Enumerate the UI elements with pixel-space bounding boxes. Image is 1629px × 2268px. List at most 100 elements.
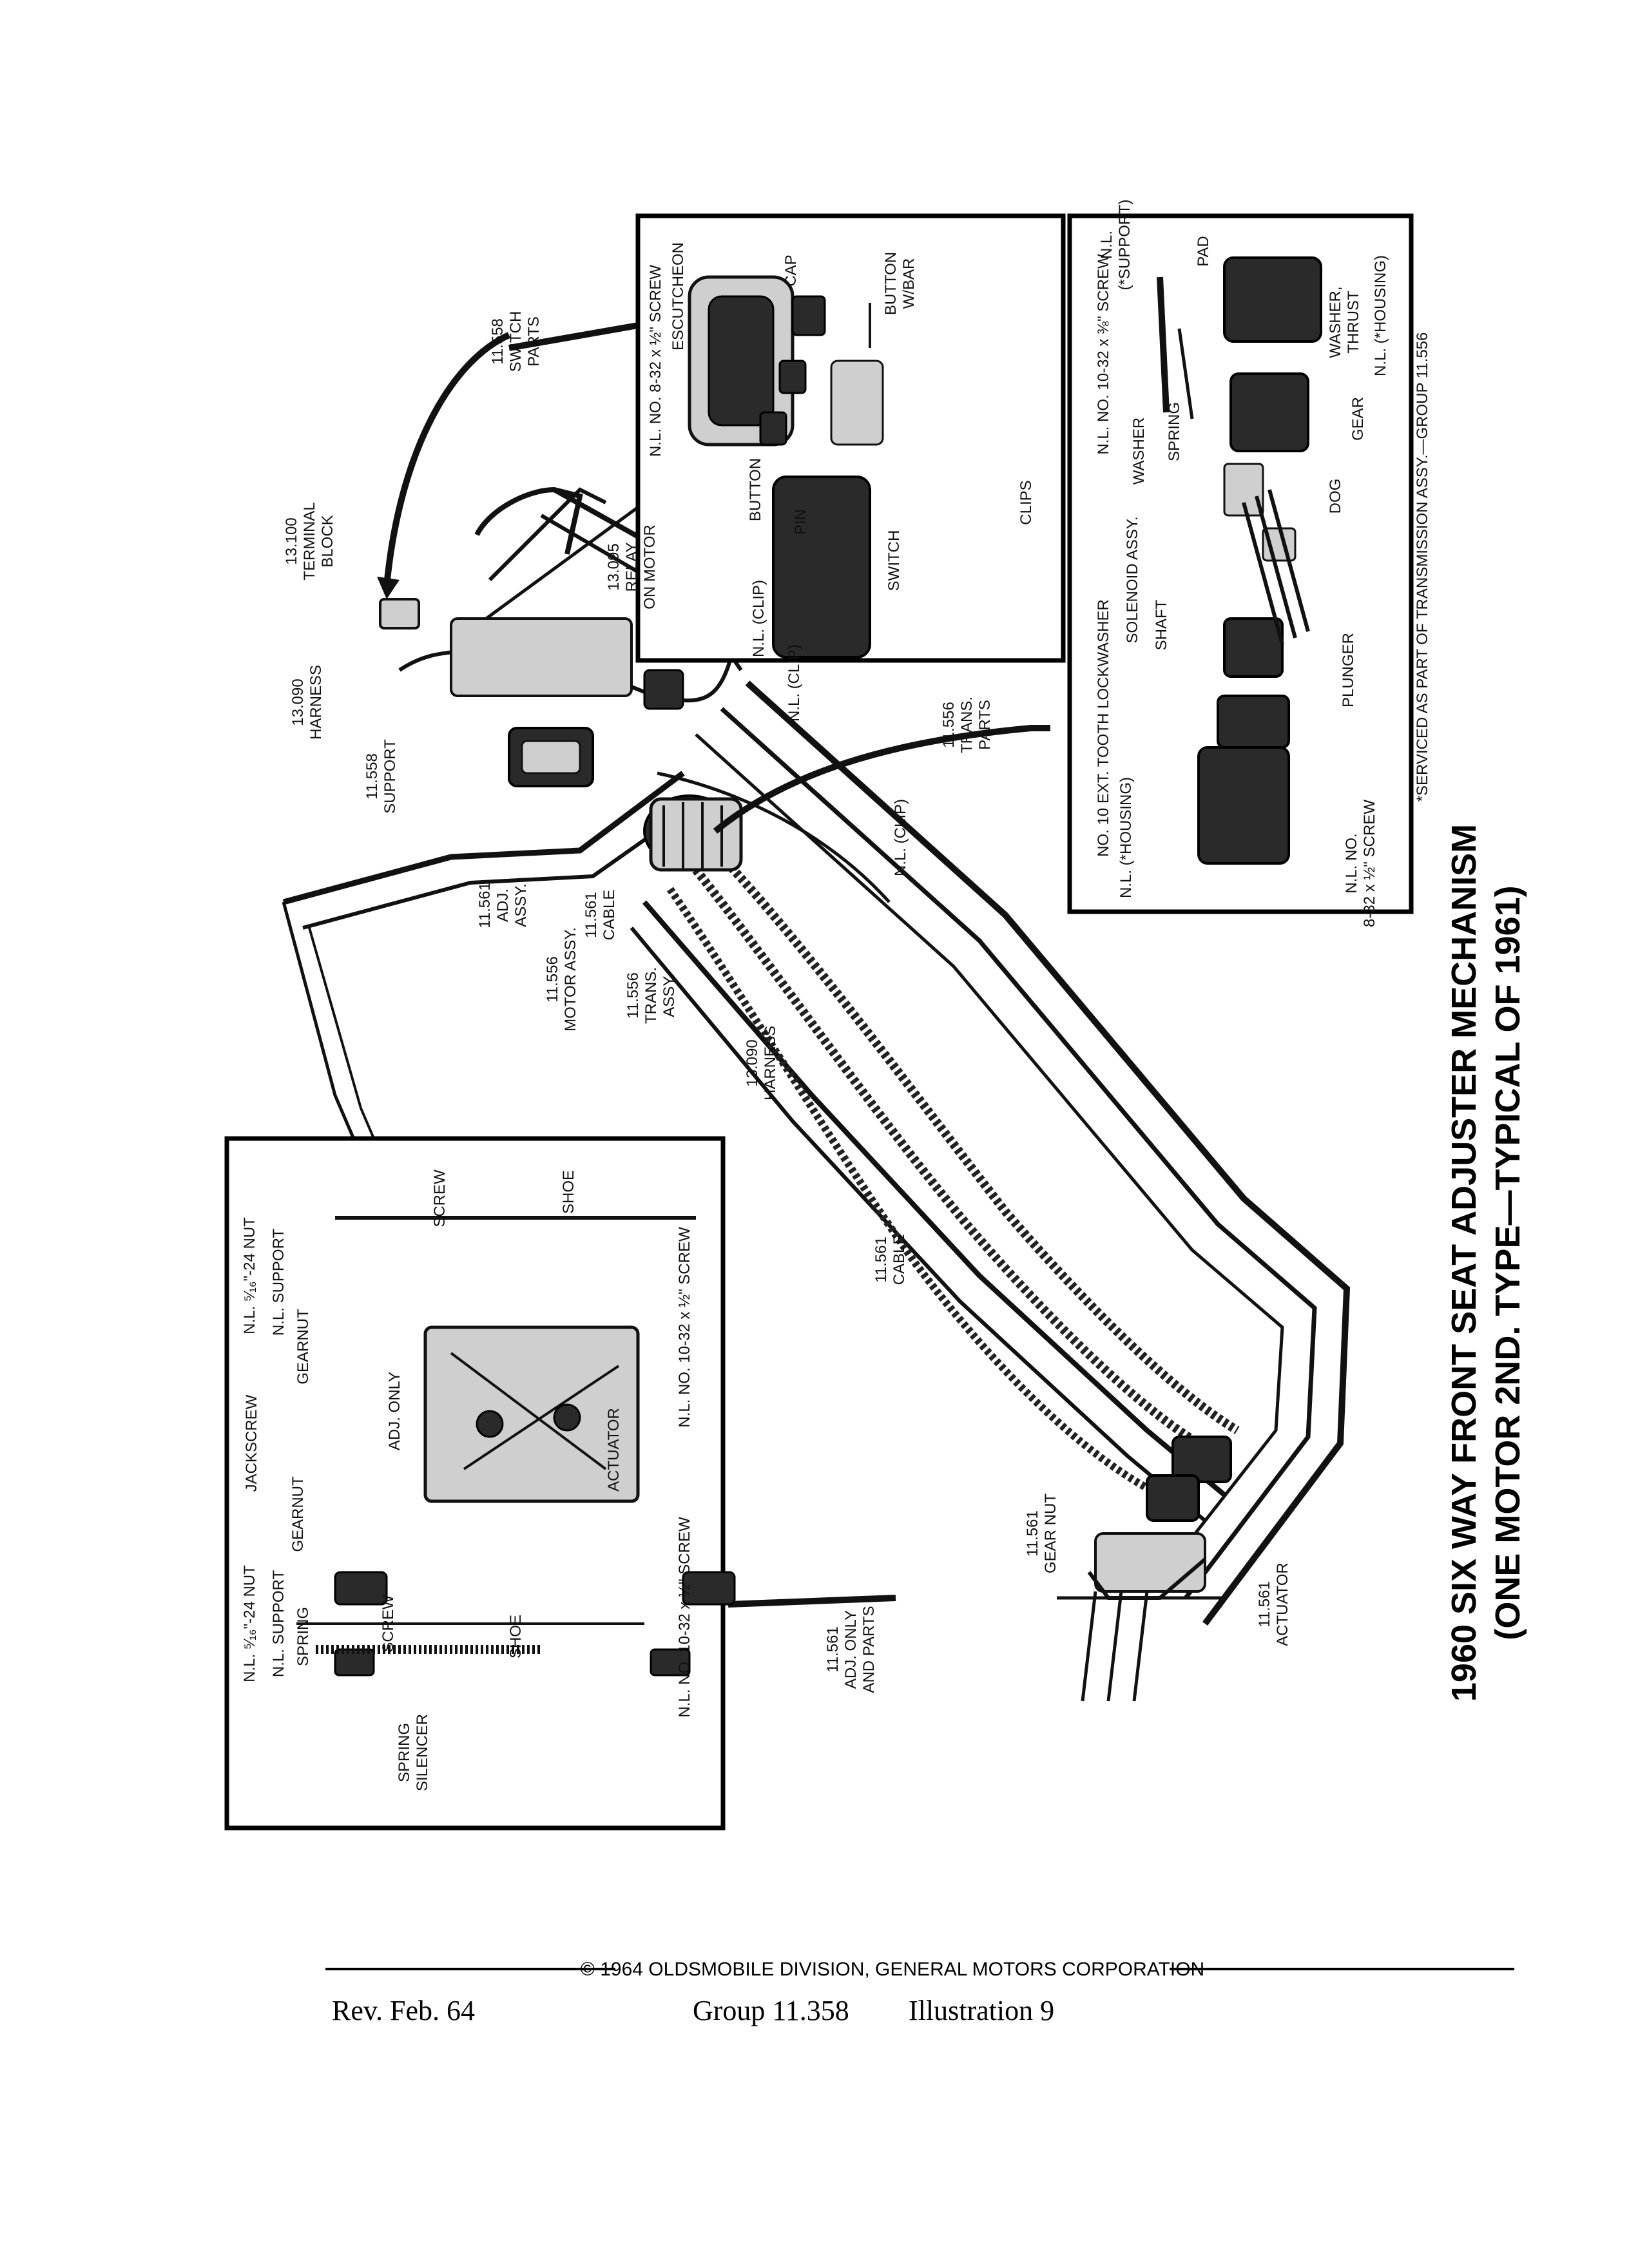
callout-actuator-line2: ACTUATOR xyxy=(1274,1562,1291,1646)
switch-label-button-bar-line2: W/BAR xyxy=(900,258,918,309)
trans-label-solenoid: SOLENOID ASSY. xyxy=(1124,517,1141,644)
switch-label-escutcheon: ESCUTCHEON xyxy=(670,242,687,351)
callout-actuator-num: 11.561 xyxy=(1256,1581,1273,1628)
callout-cable-lower-line2: CABLE xyxy=(891,1235,908,1285)
seat-frame-drawing xyxy=(282,486,1351,1702)
callout-cable-lower-num: 11.561 xyxy=(872,1236,890,1283)
leader-curves xyxy=(377,322,1050,1611)
adjuster-inset xyxy=(224,1136,736,1831)
trans-label-shaft: SHAFT xyxy=(1153,599,1170,650)
callout-adj-only-line2: ADJ. ONLY xyxy=(842,1610,860,1689)
callout-motor-assy-num: 11.556 xyxy=(544,956,561,1003)
callout-cable-upper-num: 11.561 xyxy=(583,892,600,938)
trans-inset-labels: NO. 10 EXT. TOOTH LOCKWASHER N.L. NO. 10… xyxy=(1095,200,1389,927)
callout-trans-parts-line2: TRANS. xyxy=(958,697,976,753)
switch-label-clips: CLIPS xyxy=(1017,480,1035,524)
trans-label-support-line2: (*SUPPORT) xyxy=(1116,200,1133,291)
adj-label-shoe-bottom: SHOE xyxy=(507,1615,525,1658)
trans-label-dog: DOG xyxy=(1327,479,1344,514)
callout-trans-assy-line2: TRANS. xyxy=(642,967,660,1024)
adj-label-gearnut-top: GEARNUT xyxy=(294,1309,312,1385)
switch-label-pin: PIN xyxy=(792,509,809,535)
callout-terminal-block-line2: TERMINAL xyxy=(301,502,318,580)
callout-relay-num: 13.095 xyxy=(605,543,622,590)
callout-terminal-block-line3: BLOCK xyxy=(319,515,336,567)
callout-cable-upper-line2: CABLE xyxy=(601,890,618,941)
adj-label-jackscrew: JACKSCREW xyxy=(243,1394,260,1492)
switch-inset-labels: N.L. NO. 8-32 x ½" SCREW ESCUTCHEON CAP … xyxy=(647,242,1035,591)
callout-adj-assy-num: 11.561 xyxy=(476,882,494,928)
callout-support-line2: SUPPORT xyxy=(381,739,399,814)
adj-label-nut-bottom: N.L. ⁵⁄₁₆"-24 NUT xyxy=(241,1565,258,1682)
callout-adj-only-line3: AND PARTS xyxy=(860,1606,878,1693)
callout-adj-assy-line2: ADJ. xyxy=(494,889,512,922)
callout-relay-line2: RELAY xyxy=(623,543,641,592)
adj-label-spring-silencer: SPRING xyxy=(396,1723,413,1782)
trans-label-nl-screw: N.L. NO. xyxy=(1343,833,1360,893)
trans-label-pad: PAD xyxy=(1195,236,1212,267)
trans-label-thrust-washer-line2: THRUST xyxy=(1345,291,1362,354)
switch-label-button-bar: BUTTON xyxy=(882,252,900,315)
adj-label-gearnut-bottom: GEARNUT xyxy=(289,1476,307,1552)
adj-label-screw-top: SCREW xyxy=(431,1169,448,1227)
title-line-2: (ONE MOTOR 2ND. TYPE—TYPICAL OF 1961) xyxy=(1489,885,1527,1640)
callout-harness-lower-line2: HARNESS xyxy=(762,1026,779,1100)
main-callouts: 11.558 SWITCH PARTS 13.100 TERMINAL BLOC… xyxy=(283,311,1291,1693)
callout-harness-upper-line2: HARNESS xyxy=(307,665,325,740)
trans-label-thrust-washer: WASHER, xyxy=(1327,286,1344,358)
callout-motor-assy-line2: MOTOR ASSY. xyxy=(562,927,579,1032)
callout-trans-assy-line3: ASSY. xyxy=(660,974,678,1017)
footer-copyright: © 1964 OLDSMOBILE DIVISION, GENERAL MOTO… xyxy=(581,1959,1204,1980)
callout-harness-upper-num: 13.090 xyxy=(289,678,307,726)
adj-label-screw-bottom-right: N.L. NO. 10-32 x ½" SCREW xyxy=(676,1517,693,1718)
callout-switch-parts-line2: SWITCH xyxy=(507,311,525,372)
switch-label-switch: SWITCH xyxy=(885,530,903,591)
footer: © 1964 OLDSMOBILE DIVISION, GENERAL MOTO… xyxy=(325,1959,1514,2026)
callout-harness-lower-num: 13.090 xyxy=(744,1039,761,1086)
title-block: 1960 SIX WAY FRONT SEAT ADJUSTER MECHANI… xyxy=(1445,824,1527,1702)
trans-label-spring: SPRING xyxy=(1166,402,1183,461)
footer-illustration: Illustration 9 xyxy=(909,1995,1054,2026)
callout-relay-line3: ON MOTOR xyxy=(641,524,659,610)
switch-parts-inset xyxy=(635,213,1066,663)
adj-label-screw-bottom: SCREW xyxy=(380,1595,397,1653)
trans-label-housing-right: N.L. (*HOUSING) xyxy=(1372,255,1389,376)
transmission-parts-inset xyxy=(1067,213,1414,914)
trans-label-plunger: PLUNGER xyxy=(1340,633,1357,707)
adj-label-adj-only: ADJ. ONLY xyxy=(386,1372,403,1450)
adj-label-screw-right: N.L. NO. 10-32 x ½" SCREW xyxy=(676,1227,693,1428)
callout-adj-only-num: 11.561 xyxy=(824,1626,842,1673)
trans-label-gear: GEAR xyxy=(1349,397,1367,441)
adj-inset-labels: N.L. ⁵⁄₁₆"-24 NUT N.L. SUPPORT GEARNUT S… xyxy=(241,1169,693,1791)
switch-label-button: BUTTON xyxy=(747,458,764,521)
callout-adj-assy-line3: ASSY. xyxy=(512,883,530,927)
callout-trans-parts-line3: PARTS xyxy=(976,700,994,750)
trans-label-nl-screw-line2: 8-32 x ½" SCREW xyxy=(1361,800,1378,927)
trans-label-washer: WASHER xyxy=(1130,418,1148,485)
trans-label-screw: N.L. NO. 10-32 x ⅜" SCREW xyxy=(1095,254,1112,455)
adj-label-shoe-top: SHOE xyxy=(560,1170,577,1214)
adj-label-nut-top: N.L. ⁵⁄₁₆"-24 NUT xyxy=(241,1217,258,1334)
trans-label-housing-left: N.L. (*HOUSING) xyxy=(1117,777,1135,898)
callout-switch-parts-num: 11.558 xyxy=(489,318,506,365)
serviced-note: *SERVICED AS PART OF TRANSMISSION ASSY.—… xyxy=(1414,332,1431,802)
callout-clip-3: N.L. (CLIP) xyxy=(892,799,909,876)
trans-label-support: N.L. xyxy=(1098,231,1115,259)
adj-label-spring: SPRING xyxy=(294,1607,312,1666)
title-line-1: 1960 SIX WAY FRONT SEAT ADJUSTER MECHANI… xyxy=(1445,824,1483,1702)
footer-group: Group 11.358 xyxy=(693,1995,849,2026)
adj-label-spring-silencer-line2: SILENCER xyxy=(414,1714,431,1791)
callout-gear-nut-line2: GEAR NUT xyxy=(1042,1494,1059,1573)
adj-label-support-top: N.L. SUPPORT xyxy=(270,1229,287,1336)
adj-label-actuator: ACTUATOR xyxy=(605,1408,622,1492)
adj-label-support-bottom: N.L. SUPPORT xyxy=(270,1570,287,1678)
callout-gear-nut-num: 11.561 xyxy=(1024,1510,1041,1557)
switch-label-screw: N.L. NO. 8-32 x ½" SCREW xyxy=(647,265,664,457)
callout-clip-1: N.L. (CLIP) xyxy=(750,580,767,657)
callout-switch-parts-line3: PARTS xyxy=(525,316,543,367)
callout-trans-parts-num: 11.556 xyxy=(940,702,958,748)
footer-revision: Rev. Feb. 64 xyxy=(332,1995,475,2026)
trans-label-lockwasher: NO. 10 EXT. TOOTH LOCKWASHER xyxy=(1095,599,1112,857)
callout-terminal-block-num: 13.100 xyxy=(283,517,300,564)
callout-clip-2: N.L. (CLIP) xyxy=(786,644,803,722)
